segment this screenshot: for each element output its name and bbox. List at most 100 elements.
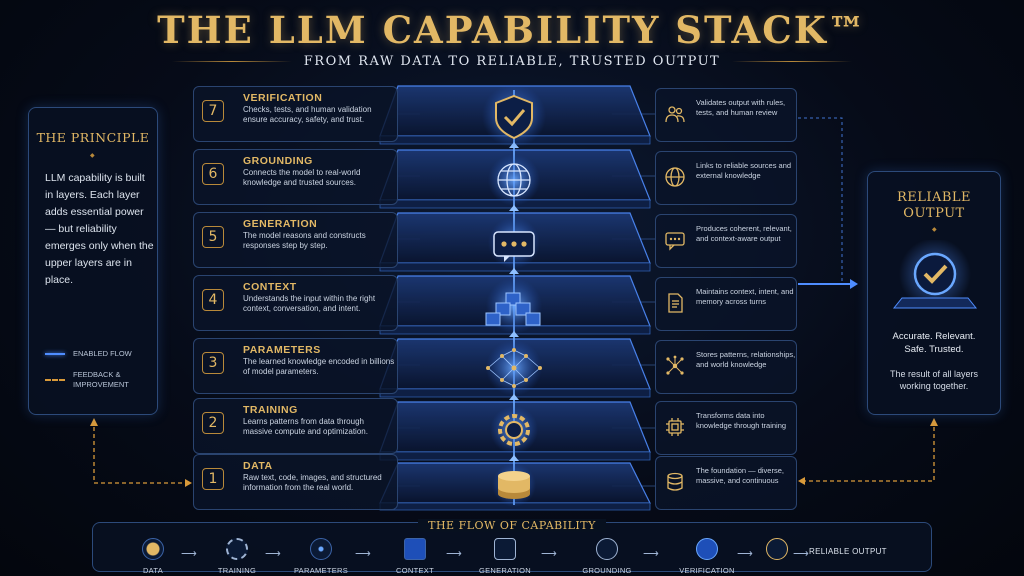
layer-detail-text: Stores patterns, relationships, and worl… xyxy=(696,350,796,369)
layer-detail-data: The foundation — diverse, massive, and c… xyxy=(655,456,797,510)
legend-feedback-line-2: IMPROVEMENT xyxy=(73,380,129,389)
layer-title: PARAMETERS xyxy=(243,344,321,356)
flow-step-training: TRAINING xyxy=(197,538,277,575)
layer-title: VERIFICATION xyxy=(243,92,323,104)
arrow-right-icon: ⟶ xyxy=(355,548,371,560)
layer-row-verification: 7 VERIFICATION Checks, tests, and human … xyxy=(193,86,398,142)
chip-icon xyxy=(666,418,684,436)
layer-detail-verification: Validates output with rules, tests, and … xyxy=(655,88,797,142)
flow-of-capability-bar: THE FLOW OF CAPABILITY DATA ⟶ TRAINING ⟶… xyxy=(92,519,932,575)
layer-description: Understands the input within the right c… xyxy=(243,294,376,313)
flow-step-label: VERIFICATION xyxy=(679,566,735,575)
flow-step-check xyxy=(737,538,817,560)
neural-network-icon xyxy=(487,349,541,387)
principle-title: THE PRINCIPLE xyxy=(36,130,150,145)
flow-step-label: GROUNDING xyxy=(582,566,632,575)
network-icon xyxy=(666,355,684,375)
arrow-right-icon: ⟶ xyxy=(446,548,462,560)
flow-step-generation: GENERATION xyxy=(465,538,545,575)
output-line-3: The result of all layers xyxy=(889,369,979,379)
layer-detail-text: Maintains context, intent, and memory ac… xyxy=(696,287,794,306)
layer-title: CONTEXT xyxy=(243,281,297,293)
flow-step-label: TRAINING xyxy=(217,566,257,575)
output-summary: The result of all layers working togethe… xyxy=(868,368,1000,392)
database-icon xyxy=(498,471,530,499)
flow-step-context: CONTEXT xyxy=(375,538,455,575)
arrow-right-icon: ⟶ xyxy=(793,548,809,560)
principle-text: LLM capability is built in layers. Each … xyxy=(45,172,154,286)
layer-detail-text: The foundation — diverse, massive, and c… xyxy=(696,466,784,485)
output-title: RELIABLE OUTPUT xyxy=(868,190,1000,222)
legend-enabled-flow: ENABLED FLOW xyxy=(45,349,132,359)
checkmark-icon xyxy=(766,538,788,560)
flow-step-label: GENERATION xyxy=(478,566,532,575)
legend-feedback-label: FEEDBACK & IMPROVEMENT xyxy=(73,370,129,390)
layer-row-parameters: 3 PARAMETERS The learned knowledge encod… xyxy=(193,338,398,394)
flow-step-label: PARAMETERS xyxy=(293,566,349,575)
layer-detail-context: Maintains context, intent, and memory ac… xyxy=(655,277,797,331)
diamond-ornament-icon: ◆ xyxy=(932,227,937,233)
flow-step-verification: VERIFICATION xyxy=(667,538,747,575)
globe-icon xyxy=(497,163,531,197)
flow-step-parameters: PARAMETERS xyxy=(281,538,361,575)
legend-enabled-label: ENABLED FLOW xyxy=(73,349,132,358)
page-title: THE LLM CAPABILITY STACK™ xyxy=(157,8,867,52)
flow-title: THE FLOW OF CAPABILITY xyxy=(418,519,606,532)
flow-step-grounding: GROUNDING xyxy=(567,538,647,575)
layer-description: Connects the model to real-world knowled… xyxy=(243,168,361,187)
chat-icon xyxy=(494,538,516,560)
layer-number: 3 xyxy=(202,352,224,374)
layer-description: Raw text, code, images, and structured i… xyxy=(243,473,382,492)
layer-description: Checks, tests, and human validation ensu… xyxy=(243,105,372,124)
subtitle-row: FROM RAW DATA TO RELIABLE, TRUSTED OUTPU… xyxy=(0,54,1024,69)
layer-number: 5 xyxy=(202,226,224,248)
globe-icon xyxy=(596,538,618,560)
divider xyxy=(171,61,292,62)
layer-title: GROUNDING xyxy=(243,155,313,167)
layer-number: 4 xyxy=(202,289,224,311)
diamond-ornament-icon: ◆ xyxy=(90,153,95,159)
layer-row-grounding: 6 GROUNDING Connects the model to real-w… xyxy=(193,149,398,205)
cubes-icon xyxy=(485,292,541,326)
layer-detail-text: Produces coherent, relevant, and context… xyxy=(696,224,792,243)
arrow-right-icon: ⟶ xyxy=(541,548,557,560)
network-icon xyxy=(310,538,332,560)
output-title-line-1: RELIABLE xyxy=(896,190,972,205)
reliable-output-panel: RELIABLE OUTPUT ◆ Accurate. Relevant. Sa… xyxy=(867,171,1001,415)
layer-title: TRAINING xyxy=(243,404,298,416)
flow-title-wrap: THE FLOW OF CAPABILITY xyxy=(93,516,931,534)
page-subtitle: FROM RAW DATA TO RELIABLE, TRUSTED OUTPU… xyxy=(303,54,721,69)
database-icon xyxy=(142,538,164,560)
shield-check-icon xyxy=(696,538,718,560)
chat-bubble-icon xyxy=(493,231,535,262)
output-line-1: Accurate. Relevant. xyxy=(892,331,976,342)
layer-detail-parameters: Stores patterns, relationships, and worl… xyxy=(655,340,797,394)
layer-row-context: 4 CONTEXT Understands the input within t… xyxy=(193,275,398,331)
solid-line-icon xyxy=(45,353,65,355)
arrow-right-icon: ⟶ xyxy=(265,548,281,560)
principle-panel: THE PRINCIPLE ◆ LLM capability is built … xyxy=(28,107,158,415)
layer-detail-grounding: Links to reliable sources and external k… xyxy=(655,151,797,205)
database-icon xyxy=(667,472,683,491)
divider xyxy=(732,61,853,62)
output-qualities: Accurate. Relevant. Safe. Trusted. xyxy=(868,330,1000,356)
legend-feedback: FEEDBACK & IMPROVEMENT xyxy=(45,370,129,390)
layer-description: The model reasons and constructs respons… xyxy=(243,231,366,250)
output-title-line-2: OUTPUT xyxy=(903,206,965,221)
layer-title: GENERATION xyxy=(243,218,318,230)
people-icon xyxy=(665,106,685,123)
arrow-right-icon: ⟶ xyxy=(643,548,659,560)
layer-number: 2 xyxy=(202,412,224,434)
layer-detail-training: Transforms data into knowledge through t… xyxy=(655,401,797,455)
arrow-right-icon: ⟶ xyxy=(737,548,753,560)
flow-step-data: DATA xyxy=(113,538,193,575)
layer-row-generation: 5 GENERATION The model reasons and const… xyxy=(193,212,398,268)
flow-end-label: RELIABLE OUTPUT xyxy=(809,547,887,556)
gear-icon xyxy=(226,538,248,560)
layer-row-training: 2 TRAINING Learns patterns from data thr… xyxy=(193,398,398,454)
flow-step-label: CONTEXT xyxy=(396,566,434,575)
layer-detail-text: Links to reliable sources and external k… xyxy=(696,161,792,180)
layer-detail-text: Validates output with rules, tests, and … xyxy=(696,98,786,117)
chat-icon xyxy=(665,232,685,251)
